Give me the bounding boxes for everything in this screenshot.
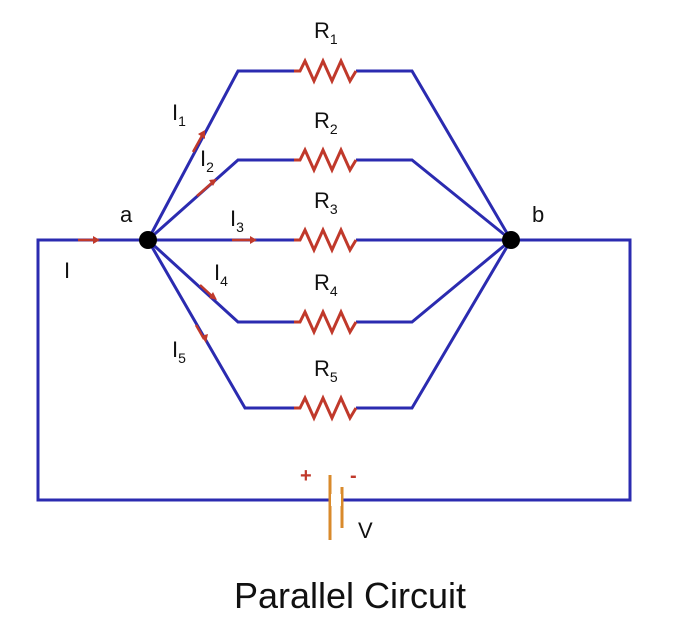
branch-1-wire-right [356,69,513,241]
battery-symbol [328,475,344,540]
battery-gap [331,494,341,506]
branch-2-wire-right [356,158,512,242]
resistor-r2 [294,146,358,174]
resistor-label-r5: R5 [314,356,338,385]
branch-4-wire [146,238,294,324]
resistor-r4 [294,308,358,336]
resistor-r1 [294,57,358,85]
branch-1-wire [146,69,294,241]
arrow-i5 [194,324,208,343]
branch-4-wire-right [356,238,512,324]
node-a [139,231,157,249]
battery-plus-sign: + [300,465,312,487]
branch-5-wire [146,239,294,410]
current-label-i5: I5 [172,337,186,366]
arrow-i3 [232,236,257,244]
resistor-r3 [294,226,358,254]
branch-2-wire [147,158,294,242]
right-wire [342,238,632,502]
node-a-label: a [120,202,133,227]
current-label-i1: I1 [172,100,186,129]
resistor-label-r1: R1 [314,18,338,47]
resistor-label-r2: R2 [314,108,338,137]
arrow-i2 [196,179,217,197]
resistor-r5 [294,394,358,422]
diagram-caption: Parallel Circuit [234,575,466,616]
current-label-i: I [64,258,70,283]
resistors [294,57,358,422]
current-arrows [78,130,257,343]
left-wire [36,238,330,502]
battery-minus-sign: - [350,465,357,487]
branch-wires [146,69,513,410]
arrow-i1 [191,130,205,153]
current-label-i3: I3 [230,206,244,235]
current-label-i4: I4 [214,260,228,289]
current-label-i2: I2 [200,146,214,175]
arrow-i4 [199,284,217,300]
branch-5-wire-right [356,239,513,410]
resistor-label-r4: R4 [314,270,338,299]
resistor-label-r3: R3 [314,188,338,217]
voltage-label: V [358,518,373,543]
node-b [502,231,520,249]
node-b-label: b [532,202,544,227]
arrow-main-current [78,236,100,244]
